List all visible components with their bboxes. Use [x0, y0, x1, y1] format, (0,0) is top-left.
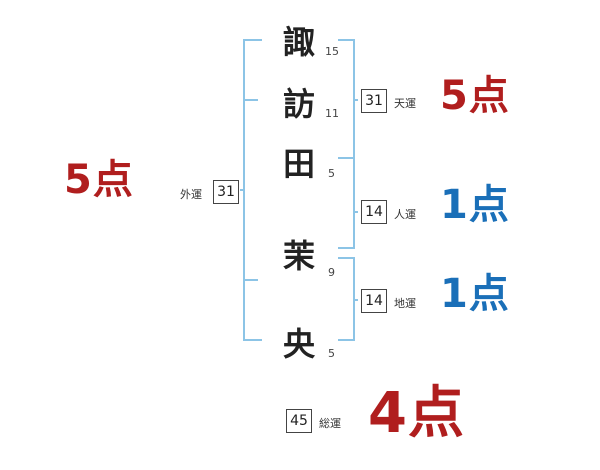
jin-label: 人運 — [394, 208, 416, 221]
chi-value-box: 14 — [361, 289, 387, 313]
ten-label: 天運 — [394, 97, 416, 110]
chi-score: 1点 — [440, 271, 510, 317]
sou-score: 4点 — [368, 381, 465, 446]
stroke-count-1: 15 — [325, 45, 339, 58]
jin-bracket — [338, 157, 355, 249]
name-char-4: 茉 — [283, 237, 316, 275]
name-char-3: 田 — [283, 145, 316, 183]
gai-label: 外運 — [180, 188, 202, 201]
stroke-count-3: 5 — [328, 167, 335, 180]
chi-bracket — [338, 257, 355, 341]
sou-label: 総運 — [319, 417, 341, 430]
ten-score: 5点 — [440, 73, 510, 119]
ten-bracket — [338, 39, 355, 159]
stroke-count-2: 11 — [325, 107, 339, 120]
gai-value-box: 31 — [213, 180, 239, 204]
jin-value-box: 14 — [361, 200, 387, 224]
chi-label: 地運 — [394, 297, 416, 310]
name-char-2: 訪 — [283, 85, 316, 123]
stroke-count-5: 5 — [328, 347, 335, 360]
gai-score: 5点 — [64, 157, 134, 203]
stroke-count-4: 9 — [328, 266, 335, 279]
ten-value-box: 31 — [361, 89, 387, 113]
name-char-5: 央 — [283, 325, 316, 363]
outer-bracket — [243, 39, 262, 341]
jin-score: 1点 — [440, 182, 510, 228]
name-char-1: 諏 — [283, 23, 316, 61]
sou-value-box: 45 — [286, 409, 312, 433]
